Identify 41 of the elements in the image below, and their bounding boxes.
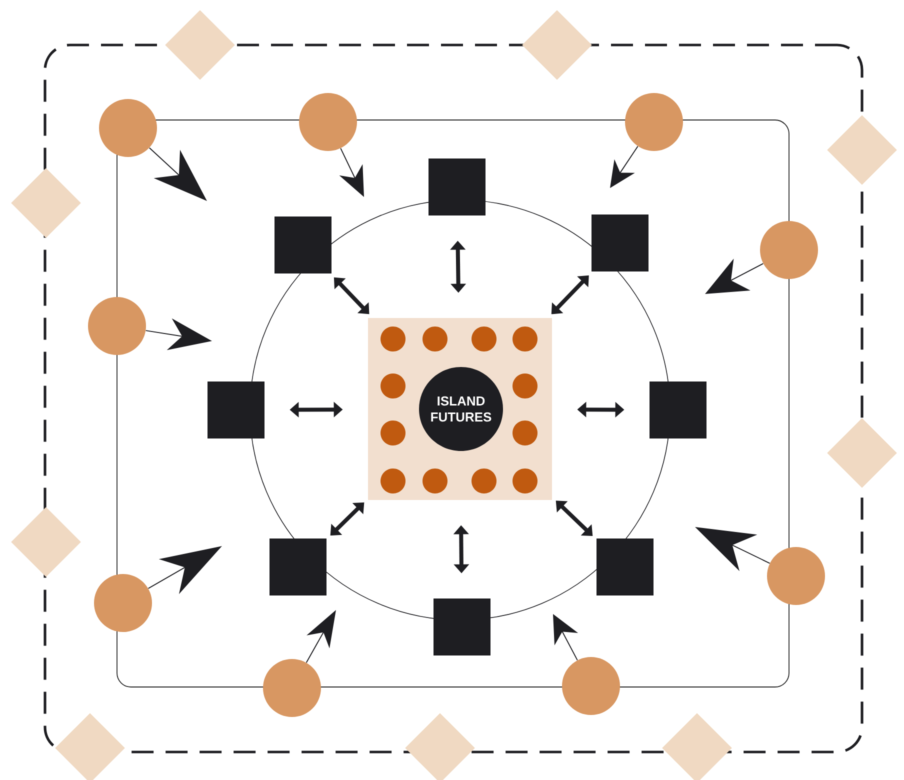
dot <box>422 326 448 352</box>
square-marker <box>650 382 706 438</box>
title-disc: ISLAND FUTURES <box>419 367 503 451</box>
circle-marker <box>760 221 818 279</box>
diamond-marker <box>405 713 475 780</box>
circle-marker <box>263 659 321 717</box>
diamond-marker <box>55 713 125 780</box>
circle-marker <box>88 297 146 355</box>
dot <box>512 468 538 494</box>
diamond-marker <box>827 418 897 488</box>
dot <box>472 326 496 352</box>
dot <box>512 326 538 352</box>
square-marker <box>428 158 486 216</box>
circle-marker <box>562 657 620 715</box>
dot <box>512 420 538 446</box>
dot <box>380 374 406 398</box>
circle-marker <box>94 574 152 632</box>
diamond-marker <box>827 115 897 185</box>
square-marker <box>592 214 648 272</box>
square-marker <box>270 538 326 596</box>
diamond-marker <box>11 168 81 238</box>
dart-arrow <box>610 146 638 188</box>
double-arrow <box>551 275 589 314</box>
square-marker <box>596 538 654 596</box>
circle-marker <box>99 99 157 157</box>
diamond-marker <box>11 507 81 577</box>
dot <box>422 468 448 494</box>
square-marker <box>208 382 264 438</box>
dot <box>380 420 406 446</box>
circle-marker <box>625 93 683 151</box>
diamond-marker <box>662 713 732 780</box>
diamond-marker <box>165 10 235 80</box>
dot <box>380 326 406 352</box>
square-marker <box>434 598 490 656</box>
dot <box>512 374 538 398</box>
dot <box>380 468 406 494</box>
square-marker <box>274 216 332 274</box>
circle-marker <box>299 93 357 151</box>
diamond-marker <box>522 10 592 80</box>
dot <box>472 468 496 494</box>
circle-marker <box>767 547 825 605</box>
